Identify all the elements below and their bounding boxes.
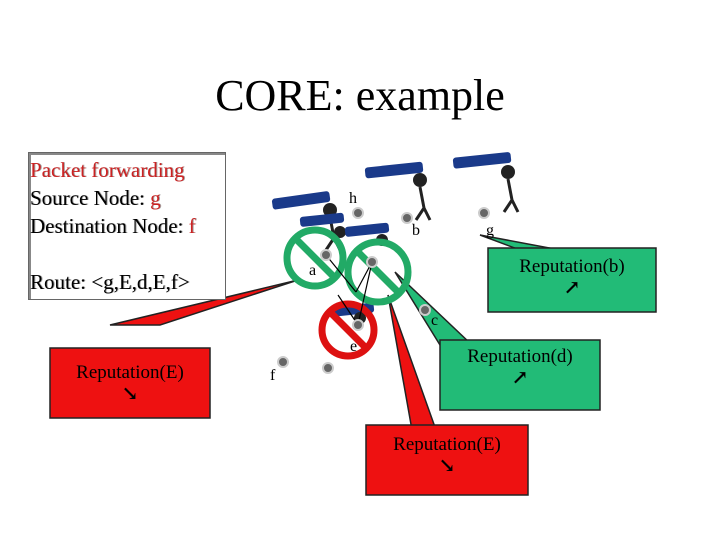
node-dot-extra (322, 362, 334, 374)
node-dot-e (352, 319, 364, 331)
node-label-e: e (350, 338, 358, 355)
callout-box-reputation-d (439, 339, 601, 411)
node-label-g: g (486, 222, 494, 239)
source-node-label: Source Node: (30, 186, 145, 210)
reputation-e-left-text: Reputation(E) (76, 362, 184, 383)
observer-figure-b (364, 161, 432, 221)
info-box (28, 152, 226, 300)
callout-box-reputation-b (487, 247, 657, 313)
node-dot-d (366, 256, 378, 268)
node-label-b: b (412, 222, 420, 239)
reputation-d-text: Reputation(d) (467, 346, 573, 367)
observer-figure-g (452, 152, 520, 213)
arrow-down-right-icon: ↘ (438, 455, 456, 477)
callout-pointer-reputation-e-left (109, 279, 299, 326)
route-label: Route: (30, 270, 86, 294)
node-dot-h (352, 207, 364, 219)
node-dots (277, 207, 490, 374)
info-destination-node: Destination Node: f (30, 214, 196, 239)
reputation-d-label: Reputation(d) ↗ (440, 346, 600, 388)
observer-figure-a (299, 212, 346, 238)
node-label-f: f (270, 367, 276, 384)
node-label-a: a (309, 262, 317, 279)
reputation-e-bottom-label: Reputation(E) ↘ (366, 434, 528, 476)
route-value: <g,E,d,E,f> (91, 270, 190, 294)
destination-node-value: f (188, 214, 196, 238)
reputation-e-bottom-text: Reputation(E) (393, 434, 501, 455)
prohibited-sign-e (318, 300, 378, 360)
callout-box-reputation-e-left (49, 347, 211, 419)
reputation-b-label: Reputation(b) ↗ (488, 256, 656, 298)
node-dot-c (419, 304, 431, 316)
reputation-b-text: Reputation(b) (519, 256, 625, 277)
info-source-node: Source Node: g (30, 186, 161, 211)
arrow-up-right-icon: ↗ (511, 367, 529, 389)
node-dot-b (401, 212, 413, 224)
node-label-h: h (349, 190, 357, 207)
node-dot-a (320, 249, 332, 261)
reputation-e-left-label: Reputation(E) ↘ (50, 362, 210, 404)
info-packet-forwarding: Packet forwarding (30, 158, 185, 183)
arrow-down-right-icon: ↘ (121, 383, 139, 405)
node-label-c: c (431, 312, 439, 329)
slide-title: CORE: example (215, 71, 505, 120)
packet-forwarding-text: Packet forwarding (30, 158, 185, 182)
node-dot-f (277, 356, 289, 368)
info-route: Route: <g,E,d,E,f> (30, 270, 190, 295)
callout-box-reputation-e-bottom (365, 424, 529, 496)
prohibited-sign-a (283, 226, 347, 290)
arrow-up-right-icon: ↗ (563, 277, 581, 299)
prohibited-sign-d (344, 238, 412, 306)
source-node-value: g (150, 186, 161, 210)
node-dot-g (478, 207, 490, 219)
destination-node-label: Destination Node: (30, 214, 184, 238)
